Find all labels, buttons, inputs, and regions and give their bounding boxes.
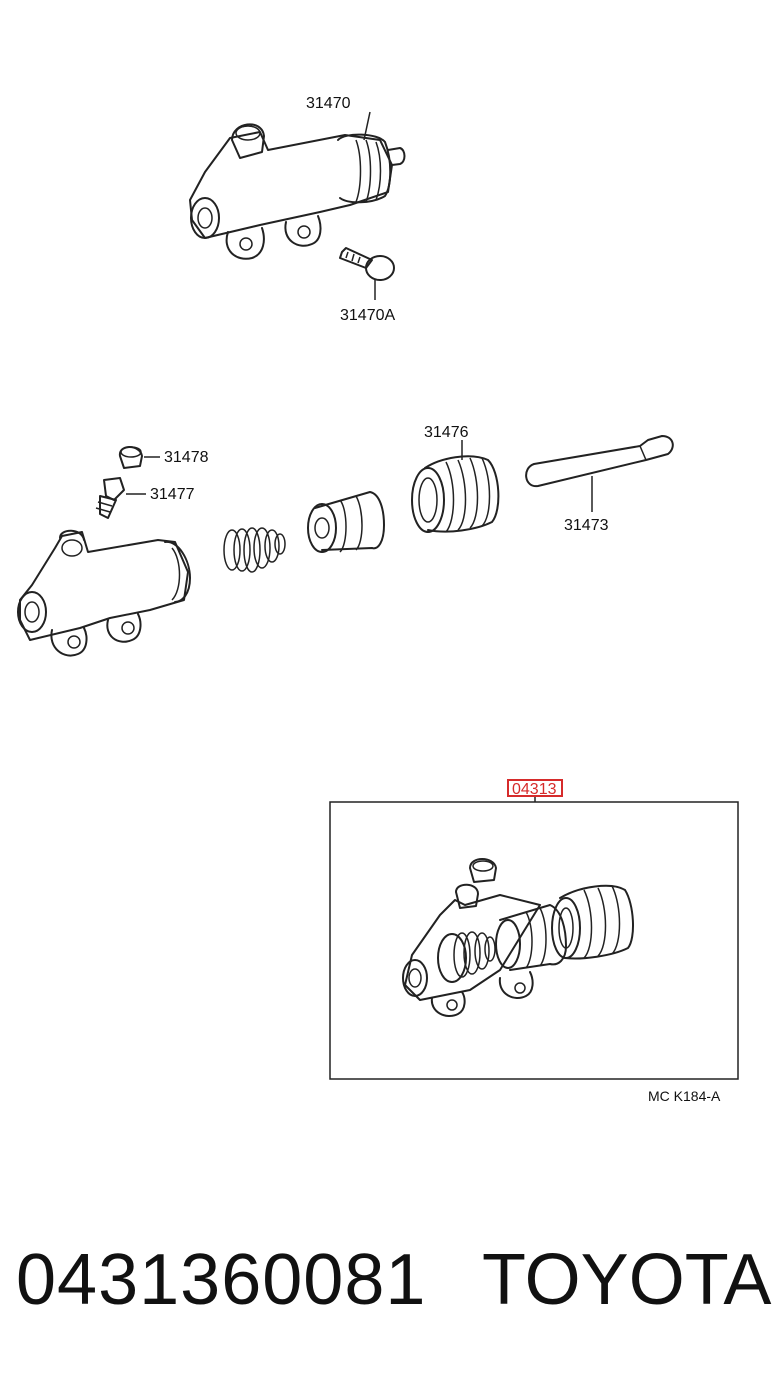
footer: 0431360081 TOYOTA (0, 1230, 776, 1330)
push-rod-icon (525, 435, 674, 512)
cylinder-body-exploded (17, 529, 191, 657)
label-31478: 31478 (164, 449, 209, 466)
label-31470a: 31470A (340, 307, 395, 324)
label-04313[interactable]: 04313 (512, 781, 557, 798)
part-number: 0431360081 (16, 1240, 427, 1320)
bolt-icon (339, 247, 395, 300)
bleeder-screw-icon (95, 477, 146, 519)
cap-icon (118, 446, 160, 469)
release-cylinder-assembled (189, 111, 406, 260)
diagram-ref-code: MC K184-A (648, 1088, 721, 1104)
label-31476: 31476 (424, 424, 469, 441)
boot-icon (411, 440, 500, 533)
spring-icon (223, 527, 286, 573)
brand-name: TOYOTA (482, 1240, 772, 1320)
label-31473: 31473 (564, 517, 609, 534)
piston-icon (307, 491, 385, 553)
kit-assembly-icon (402, 858, 634, 1017)
kit-highlight-box (507, 779, 563, 797)
kit-frame (329, 801, 739, 1080)
label-31477: 31477 (150, 486, 195, 503)
label-31470: 31470 (306, 95, 351, 112)
